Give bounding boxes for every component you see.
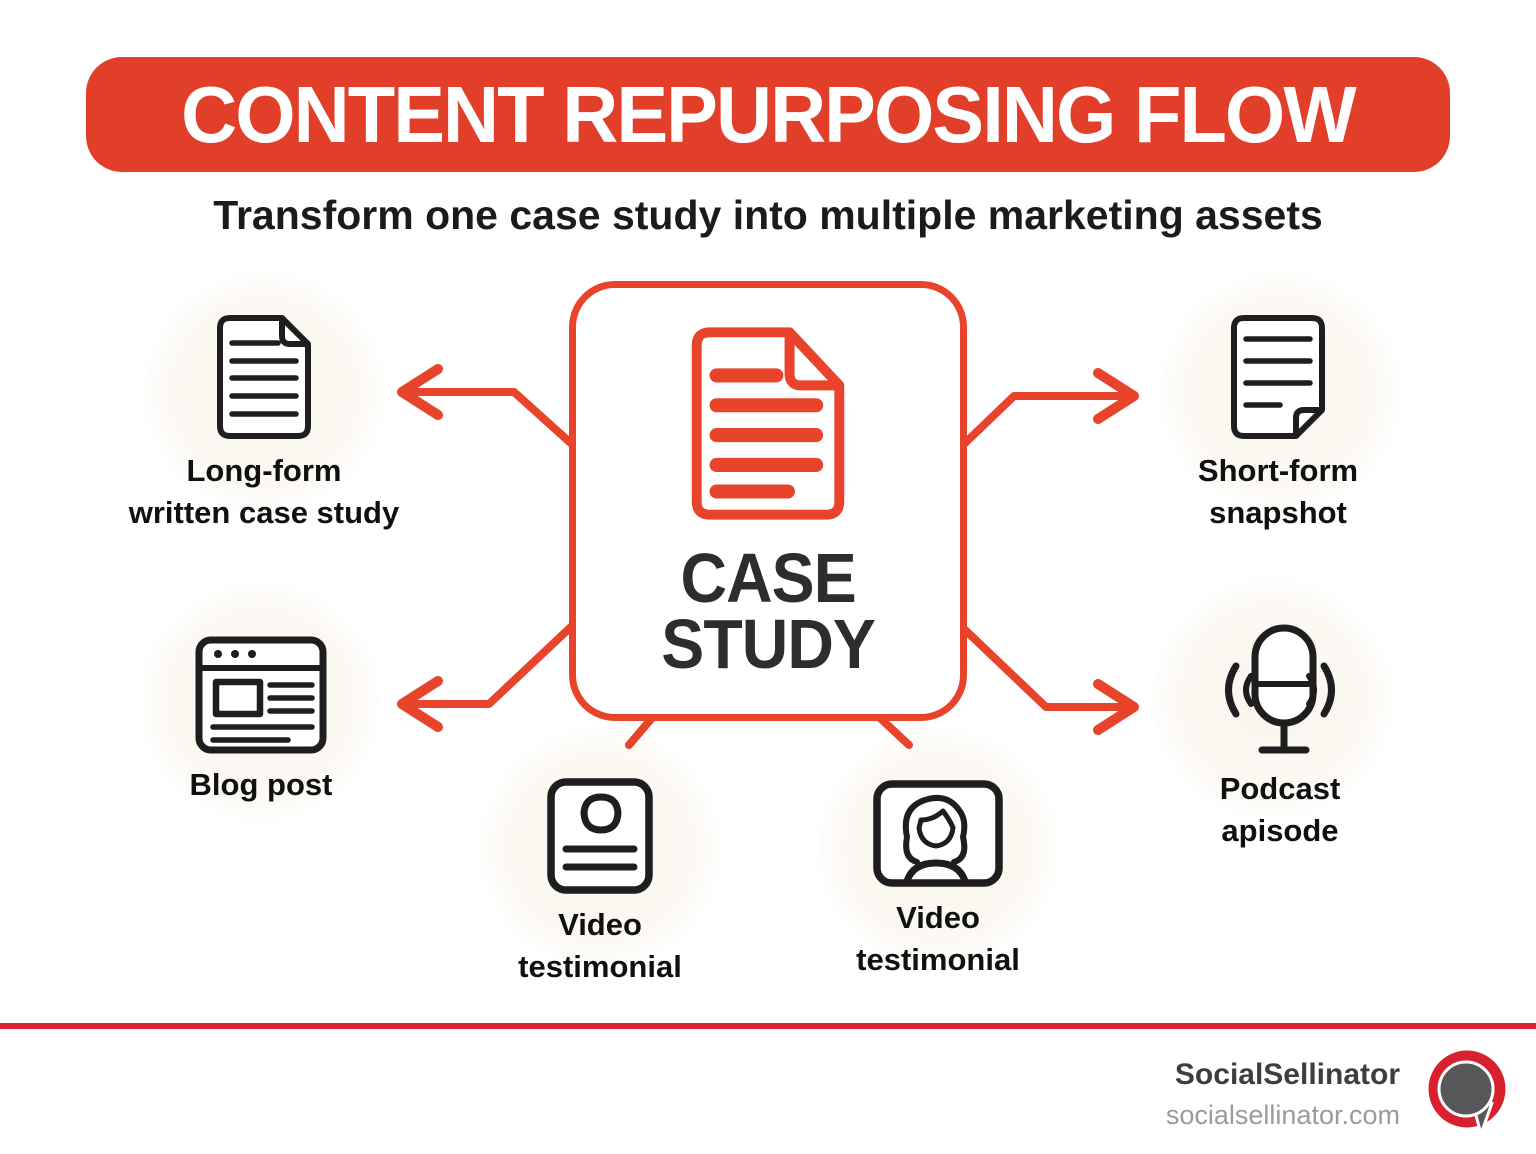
node-label-line2: written case study [128, 495, 400, 530]
connector-to-video-left [625, 714, 656, 749]
arrowhead-left-bottom [397, 676, 443, 732]
node-label-line2: snapshot [1209, 495, 1347, 530]
brand-name: SocialSellinator [1174, 1058, 1400, 1091]
arrowhead-right-bottom [1093, 679, 1139, 735]
document-icon [691, 327, 845, 520]
arrow-to-short-form [958, 392, 1128, 450]
header-banner: CONTENT REPURPOSING FLOW [86, 57, 1450, 172]
footer-divider [0, 1023, 1536, 1029]
footer-branding: SocialSellinator socialsellinator.com [1166, 1058, 1400, 1131]
connector-to-video-right [876, 714, 913, 749]
video-person-icon [873, 780, 1003, 887]
arrow-to-podcast [958, 623, 1128, 711]
case-study-label: CASE STUDY [661, 539, 876, 683]
node-video-testimonial-left: Video testimonial [400, 778, 800, 988]
node-video-testimonial-right: Video testimonial [738, 780, 1138, 981]
speech-bubble-logo [1428, 1050, 1506, 1136]
person-card-icon [547, 778, 653, 894]
node-label-line2: testimonial [518, 949, 682, 984]
node-label-line1: Short-form [1197, 453, 1359, 488]
node-label-line1: Podcast [1219, 771, 1341, 806]
case-study-line2: STUDY [661, 605, 876, 683]
node-label-line1: Blog post [189, 767, 333, 802]
page-title: CONTENT REPURPOSING FLOW [181, 69, 1356, 159]
node-label-line1: Video [558, 907, 642, 942]
node-blog-post: Blog post [61, 636, 461, 806]
page-subtitle: Transform one case study into multiple m… [213, 192, 1323, 238]
browser-window-icon [195, 636, 327, 754]
arrowhead-left-top [397, 364, 443, 420]
node-label-line1: Video [896, 900, 980, 935]
brand-website: socialsellinator.com [1165, 1100, 1400, 1130]
arrow-to-long-form [408, 388, 578, 450]
arrowhead-right-top [1093, 368, 1139, 424]
node-short-form: Short-form snapshot [1078, 314, 1478, 534]
microphone-icon [1225, 624, 1335, 754]
arrow-to-blog [408, 620, 578, 708]
node-podcast: Podcast apisode [1080, 624, 1480, 852]
node-long-form: Long-form written case study [64, 314, 464, 534]
case-study-line1: CASE [680, 539, 856, 617]
document-icon [217, 315, 311, 439]
node-label-line2: testimonial [856, 942, 1020, 977]
node-label-line2: apisode [1221, 813, 1339, 848]
node-label-line1: Long-form [186, 453, 342, 488]
document-snapshot-icon [1231, 315, 1325, 439]
case-study-box: CASE STUDY [569, 281, 967, 721]
